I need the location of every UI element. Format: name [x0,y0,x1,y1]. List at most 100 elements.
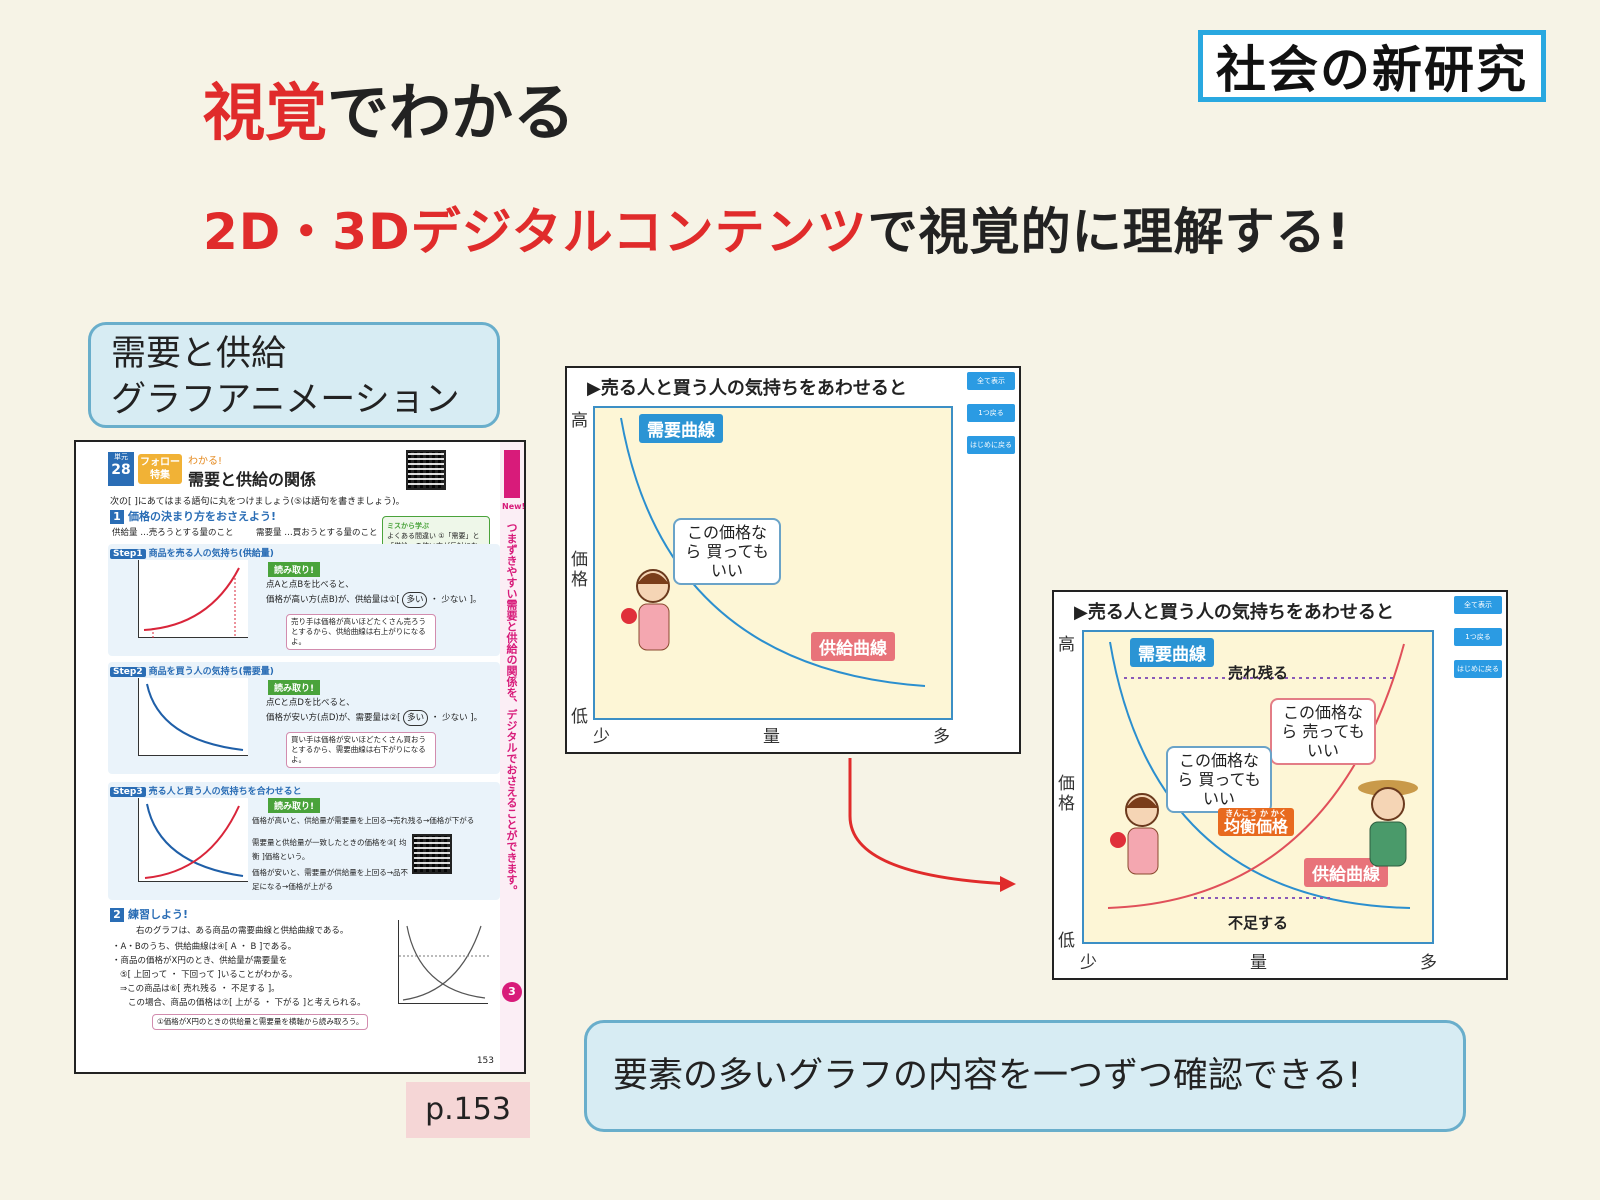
option-few-2[interactable]: 少ない [442,713,468,723]
demand-curve-tag-1[interactable]: 需要曲線 [639,414,723,443]
show-all-button-1[interactable]: 全て表示 [967,372,1015,390]
label-line-2: グラフアニメーション [111,380,460,420]
digital-screen-2: ▶売る人と買う人の気持ちをあわせると 全て表示 1つ戻る はじめに戻る 高 価格… [1052,590,1508,980]
tip-title: ミスから学ぶ [387,522,429,530]
equilibrium-price-tag[interactable]: きんこう か かく均衡価格 [1218,808,1295,836]
practice-line-1: 右のグラフは、ある商品の需要曲線と供給曲線である。 [136,926,349,936]
axis-quantity-1: 量 [763,727,780,747]
step-3-text-3: 価格が安いと、需要量が供給量を上回る→品不足になる→価格が上がる [252,868,408,891]
brand-logo: 社会の新研究 [1198,30,1546,102]
demand-definition: 需要量 …買おうとする量のこと [256,528,378,538]
axis-few-2: 少 [1080,953,1097,973]
page-kicker: わかる! [188,456,223,467]
practice-curves [399,925,489,1001]
option-many-2[interactable]: 多い [403,710,429,726]
axis-high-2: 高 [1058,635,1075,655]
page-instruction: 次の[ ]にあてはまる語句に丸をつけましょう(⑤は語句を書きましょう)。 [110,497,405,507]
read-tag-2: 読み取り! [268,680,321,695]
side-new: New! [502,502,526,511]
side-bar [504,450,520,498]
supply-curve-mini [143,567,240,638]
practice-line-3: ・商品の価格がX円のとき、供給量が需要量を [112,956,288,966]
step-3-text-1: 価格が高いと、供給量が需要量を上回る→売れ残る→価格が下がる [252,816,475,825]
supply-definition: 供給量 …売ろうとする量のこと [112,528,234,538]
axis-many-1: 多 [933,727,950,747]
practice-note: ①価格がX円のときの供給量と需要量を横軸から読み取ろう。 [152,1014,369,1030]
axis-low-2: 低 [1058,931,1075,951]
axis-high-1: 高 [571,411,588,431]
practice-line-2: ・A・Bのうち、供給曲線は④[ A ・ B ]である。 [112,942,297,952]
screen-2-title: ▶売る人と買う人の気持ちをあわせると [1074,602,1394,623]
label-line-1: 需要と供給 [111,334,287,374]
axis-low-1: 低 [571,707,588,727]
back-one-button-1[interactable]: 1つ戻る [967,404,1015,422]
supply-curve-tag-2[interactable]: 供給曲線 [1304,858,1388,887]
caption-box: 要素の多いグラフの内容を一つずつ確認できる! [584,1020,1466,1132]
buyer-bubble-1: この価格なら 買ってもいい [673,518,781,585]
show-all-button-2[interactable]: 全て表示 [1454,596,1502,614]
subheadline-rest: で視覚的に理解する! [867,203,1351,261]
axis-few-1: 少 [593,727,610,747]
practice-line-5: ⇒この商品は⑥[ 売れ残る ・ 不足する ]。 [120,984,280,994]
headline-accent: 視覚 [203,76,328,149]
restart-button-2[interactable]: はじめに戻る [1454,660,1502,678]
step-3-mini-chart [138,798,248,882]
read-tag-3: 読み取り! [268,798,321,813]
qr-code-icon[interactable] [406,450,446,490]
screen-1-title: ▶売る人と買う人の気持ちをあわせると [587,378,907,399]
side-circle-number: 3 [502,982,522,1002]
textbook-page: New! つまずきやすい需要と供給の関係を、デジタルでおさえることができます。 … [74,440,526,1074]
equilibrium-label: 均衡価格 [1224,817,1289,836]
step-1-text-1: 点Aと点Bを比べると、 [266,580,354,590]
unit-number: 28 [111,462,131,478]
note-2: 買い手は価格が安いほどたくさん買おうとするから、需要曲線は右下がりになるよ。 [286,732,436,768]
practice-line-6: この場合、商品の価格は⑦[ 上がる ・ 下がる ]と考えられる。 [128,998,366,1008]
headline: 視覚でわかる [203,62,575,152]
subheadline: 2D・3Dデジタルコンテンツで視覚的に理解する! [203,192,1350,264]
demand-curve-tag-2[interactable]: 需要曲線 [1130,638,1214,667]
practice-mini-chart [398,920,489,1004]
page-reference: p.153 [406,1082,530,1138]
page-number: 153 [476,1056,494,1066]
note-1: 売り手は価格が高いほどたくさん売ろうとするから、供給曲線は右上がりになるよ。 [286,614,436,650]
unit-label: 単元 [114,453,128,461]
page-side-band: New! つまずきやすい需要と供給の関係を、デジタルでおさえることができます。 … [500,442,524,1072]
shortage-label: 不足する [1228,914,1289,932]
step-2-text-1: 点Cと点Dを比べると、 [266,698,355,708]
seller-bubble: この価格なら 売ってもいい [1270,698,1376,765]
read-tag-1: 読み取り! [268,562,321,577]
back-one-button-2[interactable]: 1つ戻る [1454,628,1502,646]
screen-1-demand-curve [620,417,926,687]
restart-button-1[interactable]: はじめに戻る [967,436,1015,454]
supply-curve-tag-1[interactable]: 供給曲線 [811,632,895,661]
digital-screen-1: ▶売る人と買う人の気持ちをあわせると 全て表示 1つ戻る はじめに戻る 高 価格… [565,366,1021,754]
axis-many-2: 多 [1420,953,1437,973]
demand-curve-mini [146,683,244,751]
equilibrium-ruby: きんこう か かく [1225,809,1287,818]
step-3-text-2: 需要量と供給量が一致したときの価格を③[ 均 衡 ]価格という。 [252,838,407,861]
buyer-character-icon-2 [1108,788,1170,880]
qr-code-icon-2[interactable] [412,834,452,874]
buyer-bubble-2: この価格なら 買ってもいい [1166,746,1272,813]
transition-arrow-icon [848,758,1016,892]
surplus-label: 売れ残る [1228,664,1289,682]
step-1-mini-chart [138,560,248,638]
axis-price-1: 価格 [571,550,588,590]
feature-badge: フォロー特集 [138,454,182,484]
step-2-mini-chart [138,678,248,756]
supply-demand-mini [144,803,244,879]
side-text: つまずきやすい需要と供給の関係を、デジタルでおさえることができます。 [505,522,518,896]
headline-rest: でわかる [327,76,576,149]
step-2-text-2: 価格が安い方(点D)が、需要量は②[ 多い ・ 少ない ]。 [266,710,482,726]
option-few-1[interactable]: 少ない [441,595,467,605]
axis-quantity-2: 量 [1250,953,1267,973]
practice-line-4: ⑤[ 上回って ・ 下回って ]いることがわかる。 [120,970,298,980]
content-label-box: 需要と供給 グラフアニメーション [88,322,500,428]
seller-character-icon [1352,772,1422,872]
option-many-1[interactable]: 多い [402,592,428,608]
